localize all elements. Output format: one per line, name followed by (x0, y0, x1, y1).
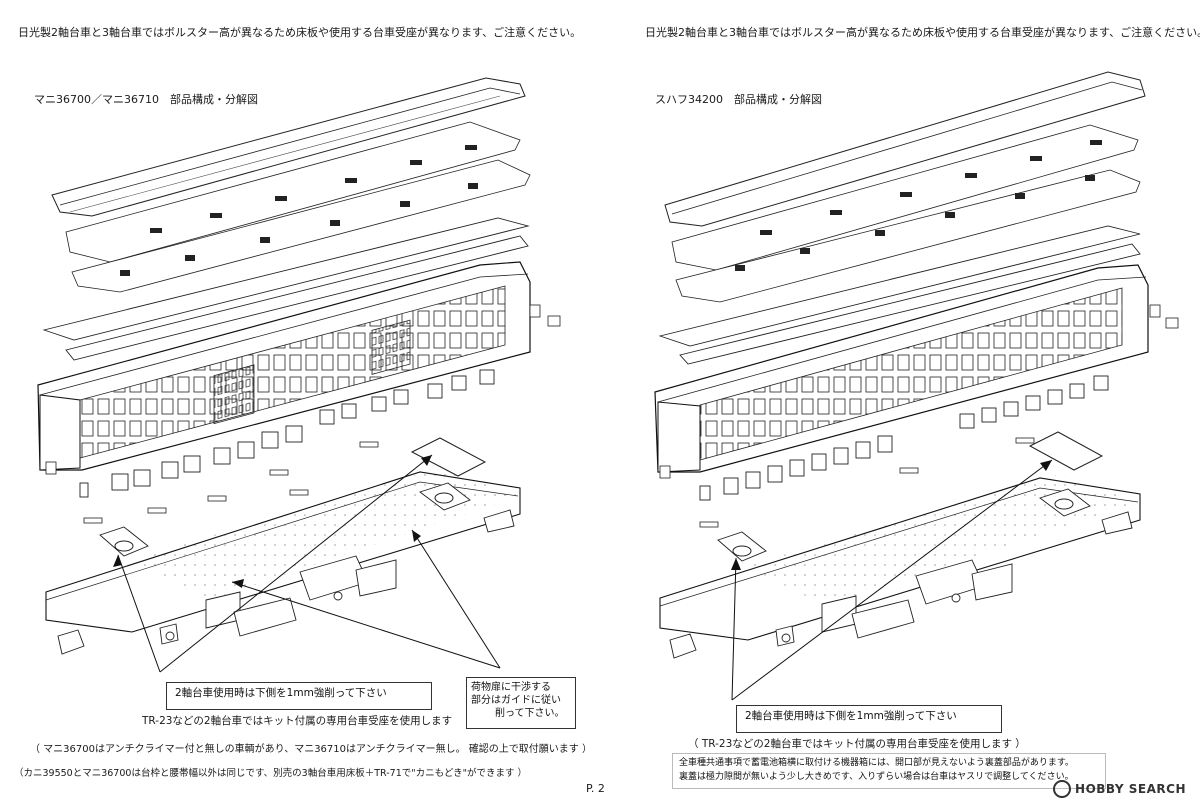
left-callout-door-line-1: 荷物扉に干渉する (471, 682, 551, 693)
left-callout-door-line-2: 部分はガイドに従い (471, 695, 561, 706)
left-vent-parts (120, 145, 478, 276)
left-note-kani: （カニ39550とマニ36700は台枠と腰帯幅以外は同じです、別売の3軸台車用床… (14, 768, 528, 779)
left-note-bolster: TR-23などの2軸台車ではキット付属の専用台車受座を使用します (142, 715, 453, 727)
left-body (37, 261, 531, 471)
left-side-rail (42, 217, 530, 361)
left-callout-trim-box: 2軸台車使用時は下側を1mm強削って下さい (166, 682, 432, 710)
left-callout-trim: 2軸台車使用時は下側を1mm強削って下さい (175, 687, 387, 699)
right-common-note-box: 全車種共通事項で蓄電池箱横に取付ける機器箱には、開口部が見えないよう裏蓋部品があ… (672, 753, 1106, 789)
right-note-common-line-2: 裏蓋は極力隙間が無いよう少し大きめです、入りずらい場合は台車はヤスリで調整してく… (679, 772, 1074, 782)
right-title: スハフ34200 部品構成・分解図 (655, 93, 822, 106)
left-callout-door-box: 荷物扉に干渉する 部分はガイドに従い 削って下さい。 (466, 677, 576, 729)
right-underfloor-parts (669, 511, 1133, 659)
right-note-bolster: （ TR-23などの2軸台車ではキット付属の専用台車受座を使用します ） (688, 738, 1026, 750)
right-callout-trim-box: 2軸台車使用時は下側を1mm強削って下さい (736, 705, 1002, 733)
left-window-glass-parts (79, 369, 495, 498)
right-body (654, 264, 1149, 473)
right-top-note: 日光製2軸台車と3軸台車ではボルスター高が異なるため床板や使用する台車受座が異な… (645, 26, 1200, 39)
right-roof-fittings (671, 124, 1141, 303)
left-top-note: 日光製2軸台車と3軸台車ではボルスター高が異なるため床板や使用する台車受座が異な… (18, 26, 582, 39)
right-callout-arrows (731, 459, 1053, 701)
left-floor (45, 468, 521, 633)
right-roof (664, 71, 1146, 227)
left-small-parts (45, 304, 561, 524)
right-window-glass-parts (699, 375, 1109, 501)
right-floor-weight (1028, 431, 1104, 471)
right-note-common-line-1: 全車種共通事項で蓄電池箱横に取付ける機器箱には、開口部が見えないよう裏蓋部品があ… (679, 758, 1074, 768)
right-callout-trim: 2軸台車使用時は下側を1mm強削って下さい (745, 710, 957, 722)
left-floor-weight (410, 437, 487, 477)
page-number: P. 2 (586, 782, 605, 795)
right-vent-parts (735, 140, 1102, 271)
right-side-rail (658, 225, 1141, 365)
left-callout-door-line-3: 削って下さい。 (495, 708, 565, 719)
left-title: マニ36700／マニ36710 部品構成・分解図 (34, 93, 258, 106)
watermark-text: HOBBY SEARCH (1075, 782, 1186, 796)
circle-logo-icon (1053, 780, 1072, 798)
right-arrowheads (731, 460, 1052, 570)
right-floor (659, 474, 1141, 641)
left-arrowheads (113, 455, 432, 588)
left-underfloor-parts (57, 509, 515, 655)
left-note-anticlimber: （ マニ36700はアンチクライマー付と無しの車輌があり、マニ36710はアンチ… (30, 744, 592, 755)
left-callout-arrows (117, 454, 501, 673)
left-roof (51, 77, 526, 217)
watermark: HOBBY SEARCH (1053, 780, 1186, 798)
right-small-parts (659, 304, 1179, 528)
